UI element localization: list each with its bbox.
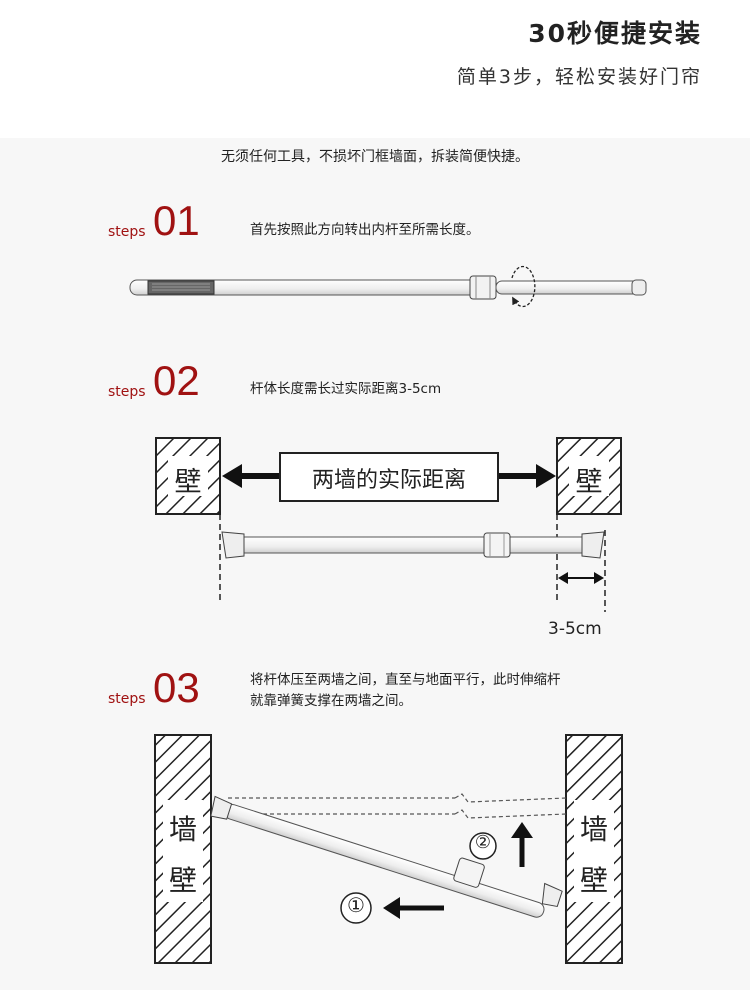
wall-char-right-1: 墙 (579, 813, 608, 846)
step3-word: steps (108, 691, 146, 707)
step1-word: steps (108, 224, 146, 240)
wall-char-left-1: 墙 (168, 813, 197, 846)
intro-text: 无须任何工具，不损坏门框墙面，拆装简便快捷。 (221, 149, 529, 165)
step2-description: 杆体长度需长过实际距离3-5cm (250, 381, 442, 397)
wall-char-left-2: 壁 (168, 864, 197, 897)
step3-number: 03 (153, 664, 200, 711)
step1-rod-diagram (129, 265, 647, 308)
step1-description: 首先按照此方向转出内杆至所需长度。 (250, 222, 480, 238)
wall-label-right: 壁 (575, 467, 603, 498)
page-title: 30秒便捷安装 (528, 19, 702, 48)
step3-install-diagram (154, 734, 623, 964)
step1-number: 01 (153, 197, 200, 244)
extra-length-label: 3-5cm (548, 619, 602, 639)
marker-1: ① (347, 893, 365, 917)
wall-char-right-2: 壁 (579, 864, 608, 897)
step2-distance-diagram (155, 437, 622, 612)
step3-description-line2: 就靠弹簧支撑在两墙之间。 (250, 693, 412, 709)
marker-2: ② (474, 832, 492, 853)
page-subtitle: 简单3步，轻松安装好门帘 (456, 66, 702, 88)
step2-number: 02 (153, 357, 200, 404)
step3-description-line1: 将杆体压至两墙之间，直至与地面平行，此时伸缩杆 (250, 672, 561, 688)
distance-label: 两墙的实际距离 (311, 468, 466, 493)
step2-word: steps (108, 384, 146, 400)
wall-label-left: 壁 (174, 467, 202, 498)
